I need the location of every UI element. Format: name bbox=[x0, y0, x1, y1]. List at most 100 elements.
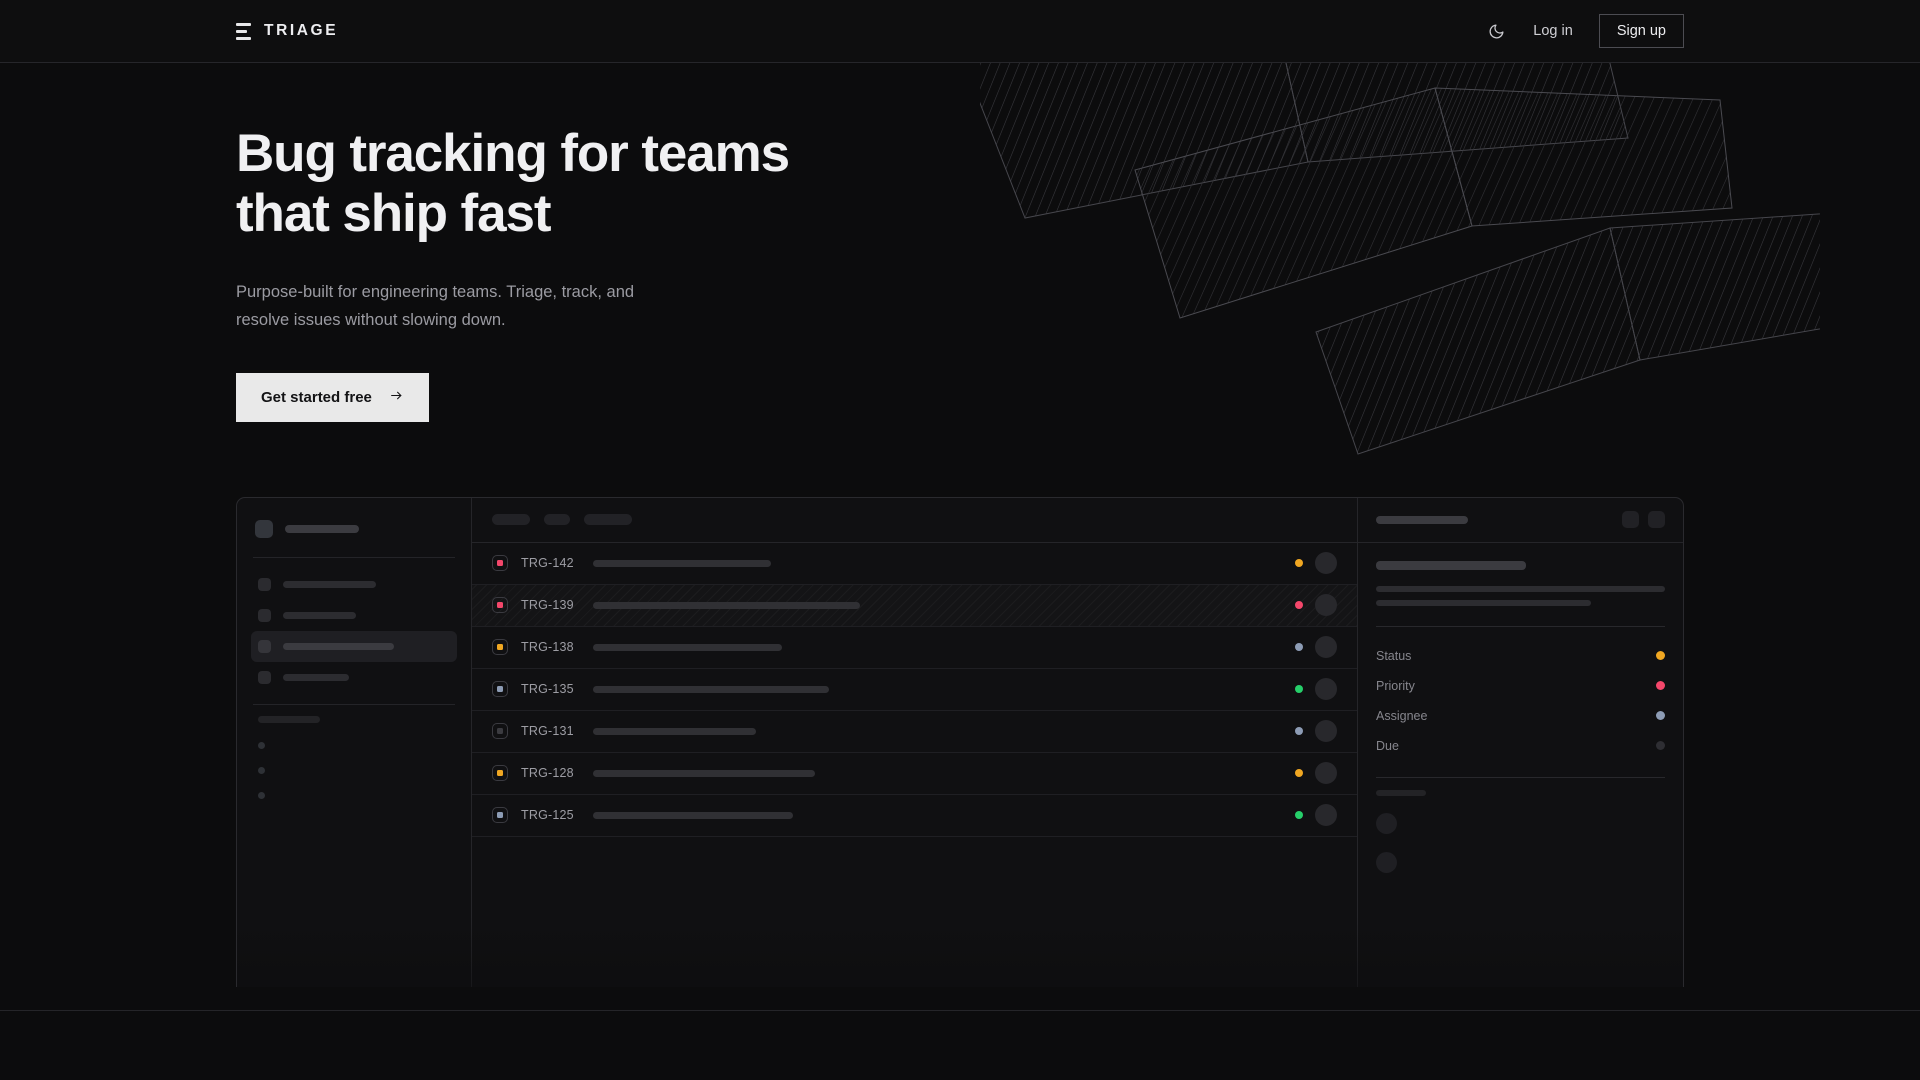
hero-subtitle: Purpose-built for engineering teams. Tri… bbox=[236, 282, 635, 330]
bullet-icon bbox=[258, 766, 265, 774]
sidebar-item-4[interactable] bbox=[251, 662, 457, 693]
issue-id: TRG-131 bbox=[521, 724, 574, 739]
sidebar-divider-2 bbox=[253, 703, 455, 705]
get-started-button[interactable]: Get started free bbox=[236, 372, 429, 422]
signup-button[interactable]: Sign up bbox=[1598, 14, 1684, 48]
due-badge bbox=[1656, 741, 1665, 751]
status-badge bbox=[1656, 651, 1665, 661]
detail-actions bbox=[1622, 511, 1665, 529]
comment-item bbox=[1376, 843, 1665, 882]
avatar bbox=[1376, 851, 1397, 873]
detail-title-placeholder bbox=[1376, 560, 1526, 570]
issue-title-placeholder bbox=[593, 643, 782, 651]
property-row-assignee[interactable]: Assignee bbox=[1376, 701, 1665, 731]
detail-description-line bbox=[1376, 599, 1591, 606]
comments-label-placeholder bbox=[1376, 789, 1426, 796]
sidebar-item-3-active[interactable] bbox=[251, 630, 457, 662]
issue-row[interactable]: TRG-135 bbox=[472, 669, 1357, 711]
sidebar-item-2[interactable] bbox=[251, 600, 457, 631]
issue-row[interactable]: TRG-142 bbox=[472, 543, 1357, 585]
sidebar-divider bbox=[253, 556, 455, 558]
nav-icon bbox=[258, 670, 271, 684]
priority-icon bbox=[492, 807, 508, 824]
property-label: Due bbox=[1376, 738, 1399, 753]
property-label: Assignee bbox=[1376, 708, 1428, 723]
detail-divider bbox=[1376, 625, 1665, 627]
priority-icon bbox=[492, 723, 508, 740]
sidebar-sub-item[interactable] bbox=[251, 783, 457, 808]
toolbar-filter-3[interactable] bbox=[584, 514, 632, 526]
issue-id: TRG-128 bbox=[521, 766, 574, 781]
issue-id: TRG-125 bbox=[521, 808, 574, 823]
issue-id: TRG-138 bbox=[521, 640, 574, 655]
property-label: Priority bbox=[1376, 678, 1415, 693]
issue-row[interactable]: TRG-125 bbox=[472, 795, 1357, 837]
row-meta bbox=[1295, 636, 1337, 659]
avatar bbox=[1315, 720, 1337, 743]
issue-row[interactable]: TRG-131 bbox=[472, 711, 1357, 753]
toolbar-filter-2[interactable] bbox=[544, 514, 570, 526]
arrow-right-icon bbox=[389, 389, 404, 406]
status-dot bbox=[1295, 727, 1303, 736]
property-row-status[interactable]: Status bbox=[1376, 641, 1665, 671]
avatar bbox=[1315, 594, 1337, 617]
priority-badge bbox=[1656, 681, 1665, 691]
sidebar-item-label bbox=[283, 611, 356, 619]
issue-title-placeholder bbox=[593, 769, 815, 777]
issue-title-placeholder bbox=[593, 559, 771, 567]
status-dot bbox=[1295, 685, 1303, 694]
priority-icon bbox=[492, 555, 508, 572]
status-dot bbox=[1295, 559, 1303, 568]
sidebar-item-label bbox=[283, 642, 394, 650]
workspace-name-placeholder bbox=[285, 524, 359, 533]
comment-item bbox=[1376, 804, 1665, 843]
status-dot bbox=[1295, 643, 1303, 652]
issue-row[interactable]: TRG-138 bbox=[472, 627, 1357, 669]
sidebar-sub-item[interactable] bbox=[251, 733, 457, 758]
avatar bbox=[1315, 552, 1337, 575]
status-dot bbox=[1295, 811, 1303, 820]
issue-id: TRG-142 bbox=[521, 556, 574, 571]
workspace-avatar bbox=[255, 519, 273, 538]
header-actions: Log in Sign up bbox=[1485, 14, 1684, 48]
list-toolbar bbox=[472, 498, 1357, 543]
detail-description-line bbox=[1376, 585, 1665, 592]
nav-icon bbox=[258, 639, 271, 653]
detail-action-icon-2[interactable] bbox=[1648, 511, 1665, 529]
section-divider bbox=[0, 1010, 1920, 1011]
sidebar-item-1[interactable] bbox=[251, 569, 457, 600]
detail-action-icon-1[interactable] bbox=[1622, 511, 1639, 529]
avatar bbox=[1315, 636, 1337, 659]
issue-row[interactable]: TRG-128 bbox=[472, 753, 1357, 795]
login-link[interactable]: Log in bbox=[1533, 23, 1573, 39]
property-row-priority[interactable]: Priority bbox=[1376, 671, 1665, 701]
row-meta bbox=[1295, 720, 1337, 743]
status-dot bbox=[1295, 601, 1303, 610]
workspace-switcher[interactable] bbox=[251, 512, 457, 546]
avatar bbox=[1315, 804, 1337, 827]
issue-title-placeholder bbox=[593, 601, 860, 609]
detail-breadcrumb-placeholder bbox=[1376, 515, 1468, 524]
property-label: Status bbox=[1376, 648, 1412, 663]
toolbar-filter-1[interactable] bbox=[492, 514, 530, 526]
nav-icon bbox=[258, 577, 271, 591]
row-meta bbox=[1295, 678, 1337, 701]
issue-row[interactable]: TRG-139 bbox=[472, 584, 1357, 627]
sidebar-sub-item[interactable] bbox=[251, 758, 457, 783]
moon-icon[interactable] bbox=[1485, 20, 1507, 42]
row-meta bbox=[1295, 762, 1337, 785]
site-header: TRIAGE Log in Sign up bbox=[0, 0, 1920, 63]
row-meta bbox=[1295, 594, 1337, 617]
row-meta bbox=[1295, 552, 1337, 575]
avatar bbox=[1315, 678, 1337, 701]
priority-icon bbox=[492, 681, 508, 698]
priority-icon bbox=[492, 765, 508, 782]
brand-logo[interactable]: TRIAGE bbox=[236, 22, 338, 40]
property-row-due[interactable]: Due bbox=[1376, 731, 1665, 761]
issue-title-placeholder bbox=[593, 727, 756, 735]
cta-label: Get started free bbox=[261, 388, 372, 406]
brand-name: TRIAGE bbox=[264, 22, 339, 39]
avatar bbox=[1315, 762, 1337, 785]
issue-id: TRG-139 bbox=[521, 598, 574, 613]
